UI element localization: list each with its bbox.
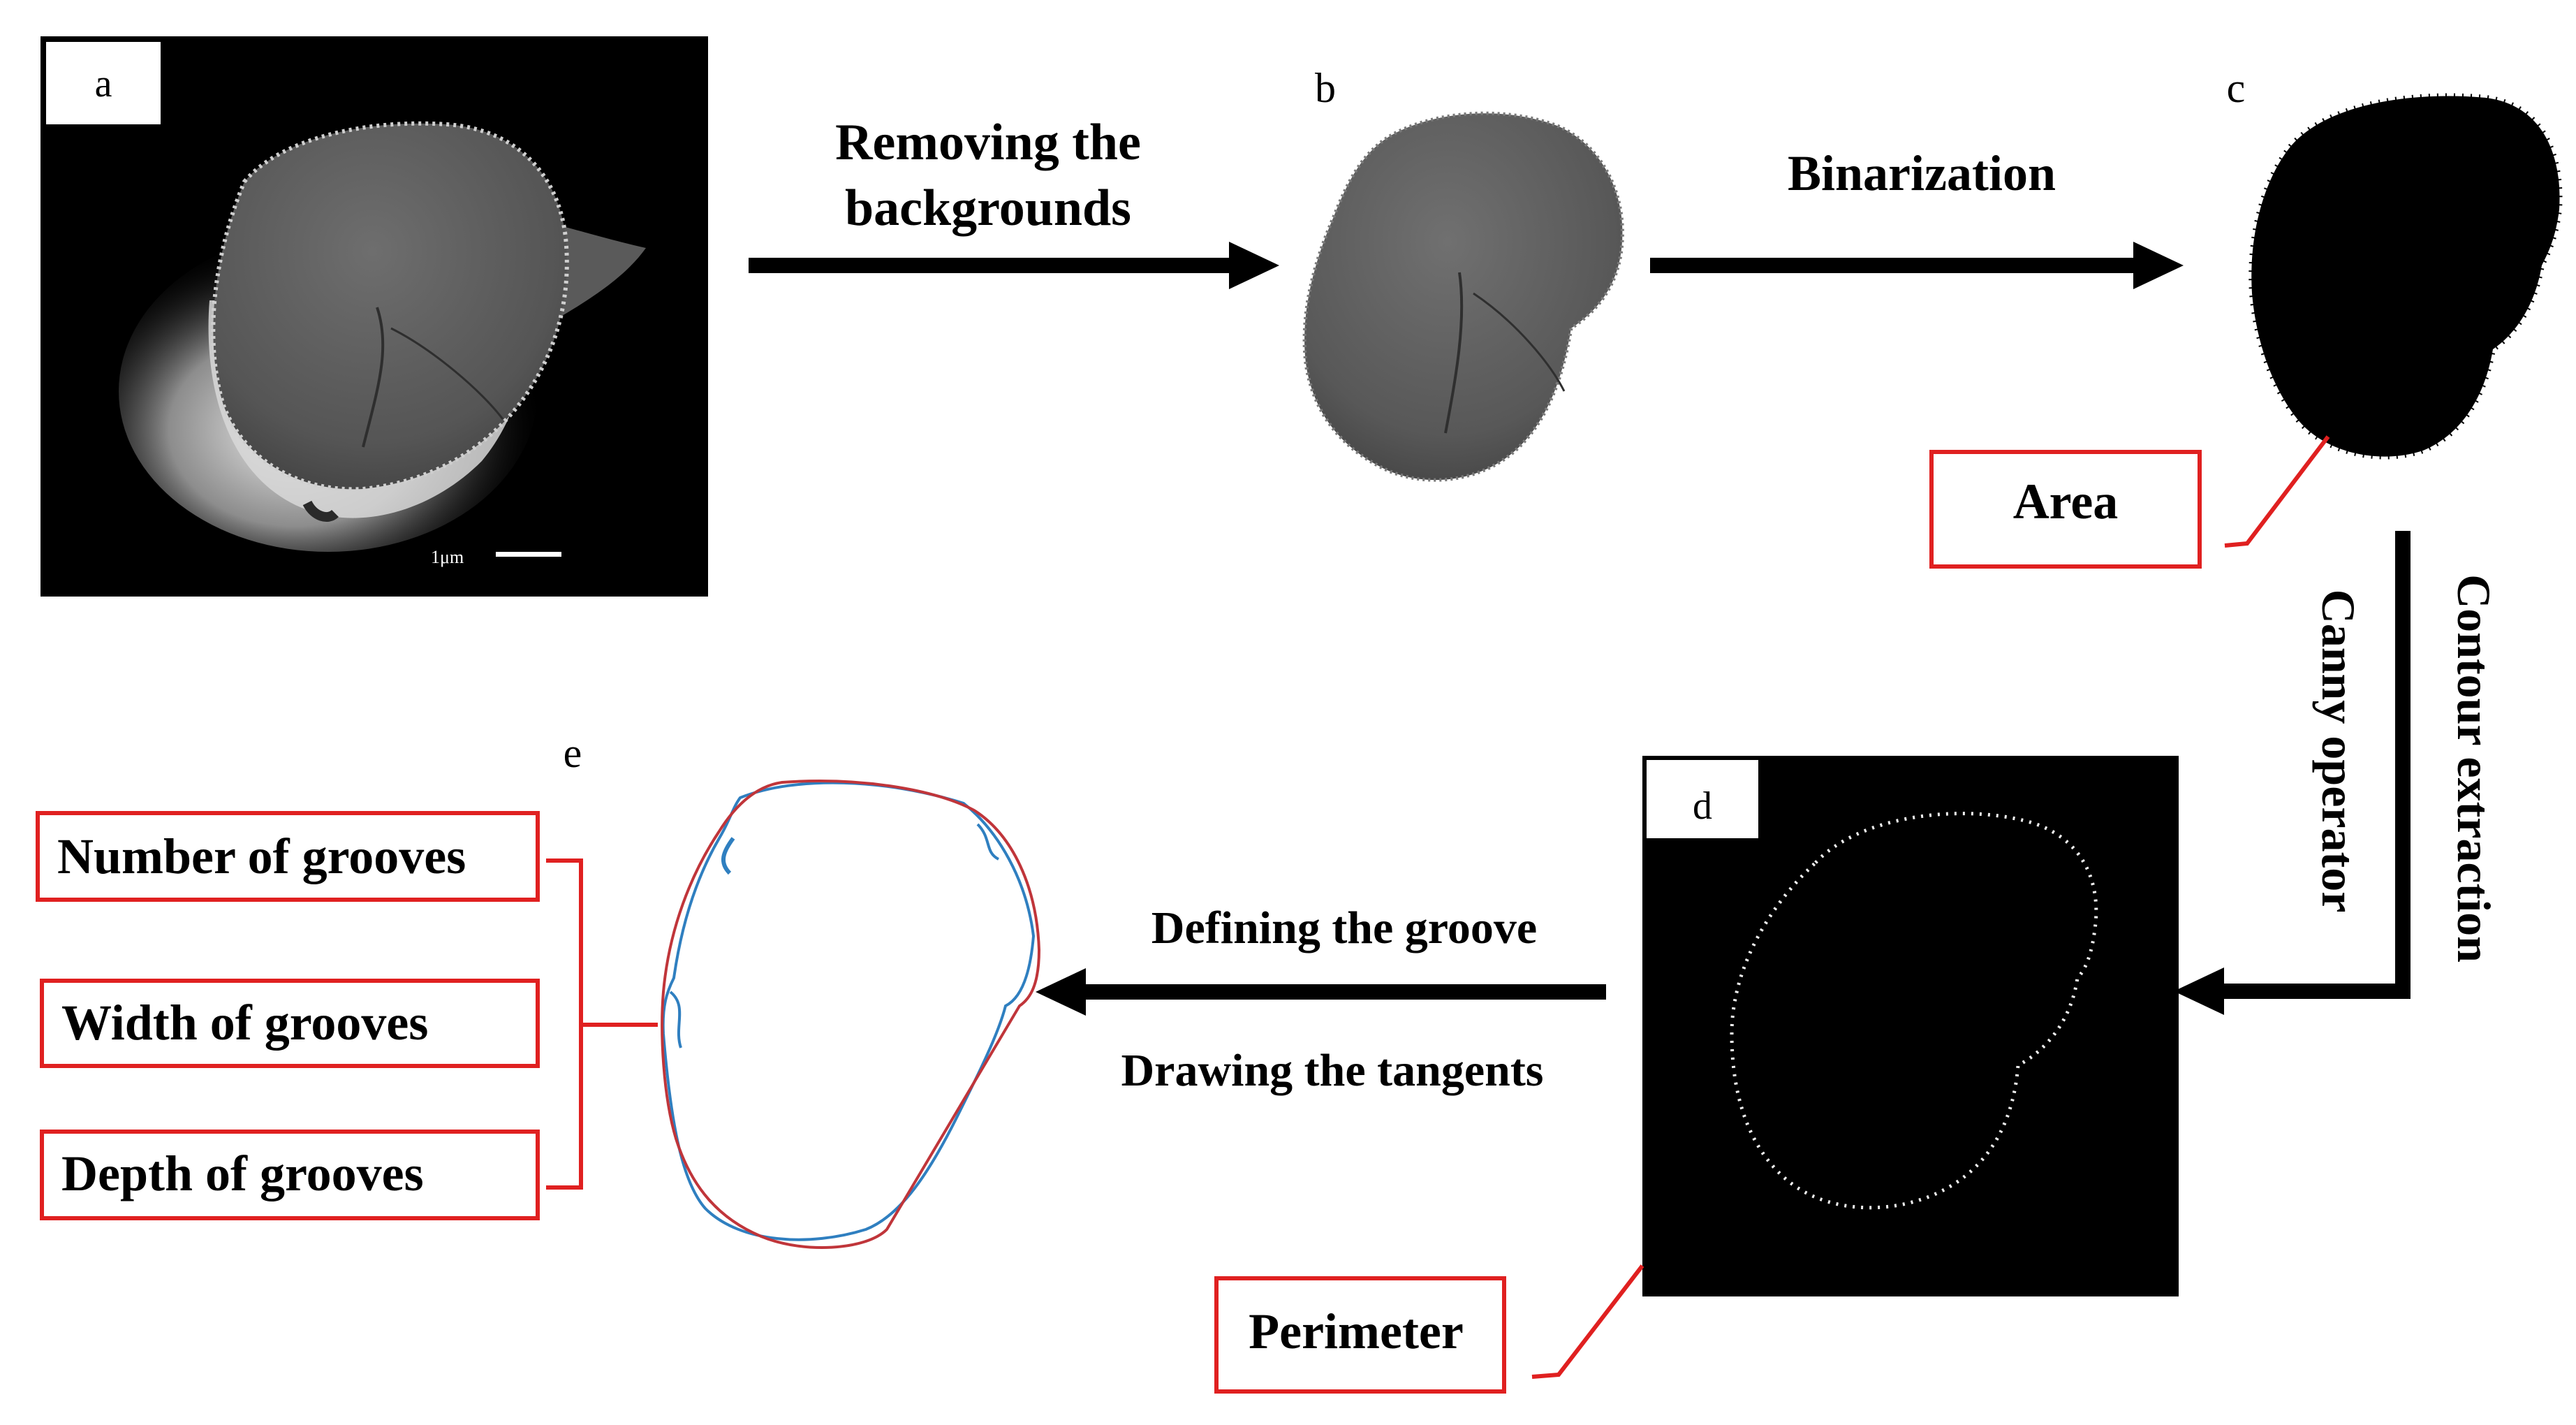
label-drawing-the-tangents: Drawing the tangents — [1121, 1045, 1544, 1096]
panel-c-letter: c — [2227, 65, 2246, 111]
label-canny-operator: Canny operator — [2312, 590, 2365, 913]
arrow-contour-extraction: Contour extraction Canny operator — [2174, 531, 2501, 1015]
perimeter-label: Perimeter — [1249, 1303, 1464, 1359]
perimeter-box — [1214, 1276, 1506, 1394]
panel-a-scale-bar-label: 1μm — [431, 547, 464, 567]
number-of-grooves-box — [36, 811, 540, 902]
groove-measures: Number of grooves Width of grooves Depth… — [36, 811, 540, 1220]
label-backgrounds: backgrounds — [845, 180, 1131, 237]
arrow-remove-background: Removing the backgrounds — [749, 114, 1279, 289]
area-box — [1929, 450, 2202, 569]
width-of-grooves-box — [40, 979, 540, 1068]
panel-d-letter: d — [1693, 784, 1712, 828]
width-of-grooves-label: Width of grooves — [61, 995, 428, 1051]
label-contour-extraction: Contour extraction — [2448, 574, 2501, 963]
panel-d-edge-image: d — [1642, 756, 2179, 1296]
panel-e-groove-analysis: e — [546, 730, 1041, 1249]
depth-of-grooves-label: Depth of grooves — [61, 1146, 424, 1201]
arrow-defining-groove: Defining the groove Drawing the tangents — [1036, 902, 1606, 1096]
label-binarization: Binarization — [1788, 145, 2056, 201]
label-defining-the-groove: Defining the groove — [1151, 902, 1537, 953]
panel-a-letter: a — [95, 62, 112, 105]
panel-e-letter: e — [564, 730, 582, 776]
panel-b-background-removed: b — [1302, 65, 1624, 482]
depth-of-grooves-box — [40, 1130, 540, 1220]
callout-perimeter: Perimeter — [1214, 1264, 1644, 1394]
callout-area: Area — [1929, 435, 2330, 569]
panel-b-letter: b — [1315, 65, 1336, 111]
panel-c-binary-image: c — [2227, 65, 2563, 460]
area-label: Area — [2013, 474, 2119, 529]
label-removing-the: Removing the — [835, 114, 1141, 171]
arrow-binarization: Binarization — [1650, 145, 2184, 289]
number-of-grooves-label: Number of grooves — [57, 828, 466, 884]
panel-a-sem-image: 1μm a — [41, 36, 708, 597]
